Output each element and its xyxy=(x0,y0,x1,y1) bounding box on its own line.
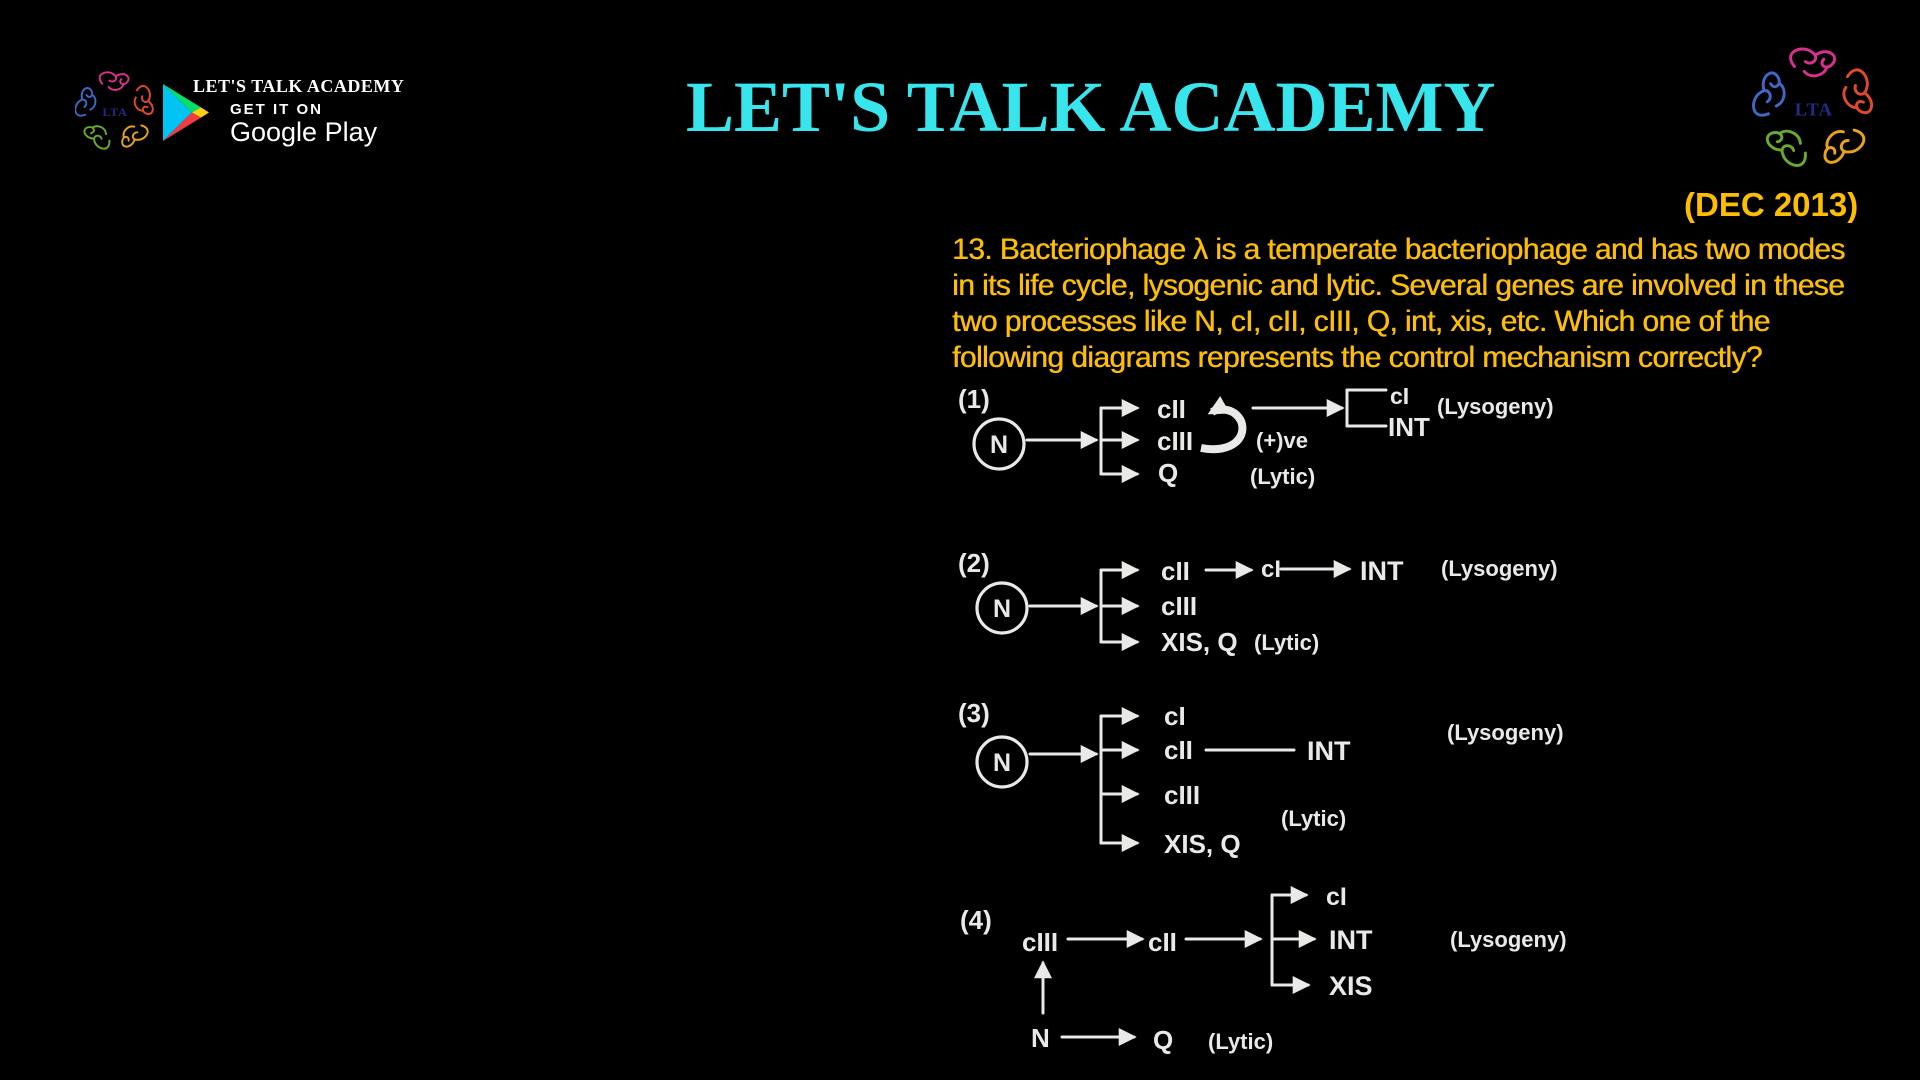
option-4-label: (4) xyxy=(960,905,992,935)
gene-ci: cI xyxy=(1261,556,1281,583)
gene-int: INT xyxy=(1388,412,1430,442)
fork-arrows xyxy=(1270,886,1317,994)
badge-get-it-on: GET IT ON xyxy=(230,101,323,118)
question-line-1: 13. Bacteriophage λ is a temperate bacte… xyxy=(952,233,1845,266)
lysogeny-label: (Lysogeny) xyxy=(1441,556,1558,581)
gene-n: N xyxy=(993,595,1011,623)
gene-ciii: cIII xyxy=(1164,780,1200,810)
gene-node-circle xyxy=(975,581,1029,635)
gene-cii: cII xyxy=(1161,556,1190,586)
diagram-option-3: (3) N cI cII INT (Lysogeny) cIII (Lytic)… xyxy=(958,698,1564,859)
fork-arrows xyxy=(1028,561,1140,651)
lta-logo-left: LTA xyxy=(75,71,155,152)
lytic-label: (Lytic) xyxy=(1250,464,1315,489)
gene-int: INT xyxy=(1307,736,1351,766)
gene-node-circle xyxy=(975,735,1029,789)
gene-xis-q: XIS, Q xyxy=(1164,829,1241,859)
lysogeny-bracket xyxy=(1345,388,1388,428)
gene-cii: cII xyxy=(1164,735,1193,765)
badge-store-name: Google Play xyxy=(230,117,378,147)
question-line-4: following diagrams represents the contro… xyxy=(952,341,1762,374)
lysogeny-label: (Lysogeny) xyxy=(1450,927,1567,952)
positive-label: (+)ve xyxy=(1256,428,1308,453)
gene-q: Q xyxy=(1153,1025,1173,1055)
option-3-label: (3) xyxy=(958,698,990,728)
lta-logo-right: LTA xyxy=(1749,47,1878,169)
lytic-label: (Lytic) xyxy=(1254,630,1319,655)
gene-q: Q xyxy=(1158,458,1178,488)
badge-academy-label: LET'S TALK ACADEMY xyxy=(193,76,405,96)
gene-node-circle xyxy=(972,417,1026,471)
gene-n: N xyxy=(1031,1023,1050,1053)
diagram-option-1: (1) N cII cIII Q cI INT (+)ve (Lysogeny)… xyxy=(958,383,1554,489)
option-2-label: (2) xyxy=(958,548,990,578)
gene-ciii: cIII xyxy=(1157,426,1193,456)
lysogeny-label: (Lysogeny) xyxy=(1437,394,1554,419)
gene-n: N xyxy=(990,431,1008,459)
option-1-label: (1) xyxy=(958,384,990,414)
gene-ci: cI xyxy=(1390,383,1409,409)
google-play-badge[interactable] xyxy=(160,74,410,146)
gene-ciii: cIII xyxy=(1161,591,1197,621)
fork-arrows xyxy=(1025,399,1140,483)
gene-xis: XIS xyxy=(1329,971,1373,1001)
feedback-curved-arrow xyxy=(1200,395,1247,454)
gene-int: INT xyxy=(1329,925,1373,955)
diagram-option-4: (4) cIII cII cI INT XIS (Lysogeny) N Q (… xyxy=(960,883,1567,1055)
gene-n: N xyxy=(993,749,1011,777)
lytic-label: (Lytic) xyxy=(1208,1029,1273,1054)
lta-monogram: LTA xyxy=(102,105,127,119)
play-triangle-icon xyxy=(163,84,209,141)
lta-monogram: LTA xyxy=(1795,99,1833,119)
gene-int: INT xyxy=(1360,556,1404,586)
page-title: LET'S TALK ACADEMY xyxy=(686,67,1496,147)
lysogeny-label: (Lysogeny) xyxy=(1447,720,1564,745)
diagram-option-2: (2) N cII cI INT (Lysogeny) cIII XIS, Q … xyxy=(958,548,1558,657)
gene-cii: cII xyxy=(1157,394,1186,424)
exam-session-tag: (DEC 2013) xyxy=(1684,186,1859,223)
gene-ci: cI xyxy=(1326,883,1347,911)
fork-arrows xyxy=(1028,707,1140,852)
question-line-2: in its life cycle, lysogenic and lytic. … xyxy=(952,269,1845,302)
lytic-label: (Lytic) xyxy=(1281,806,1346,831)
gene-ciii: cIII xyxy=(1022,927,1058,957)
gene-ci: cI xyxy=(1164,701,1186,731)
question-text: 13. Bacteriophage λ is a temperate bacte… xyxy=(952,232,1845,376)
question-line-3: two processes like N, cI, cII, cIII, Q, … xyxy=(952,305,1770,338)
gene-xis-q: XIS, Q xyxy=(1161,627,1238,657)
gene-cii: cII xyxy=(1148,927,1177,957)
